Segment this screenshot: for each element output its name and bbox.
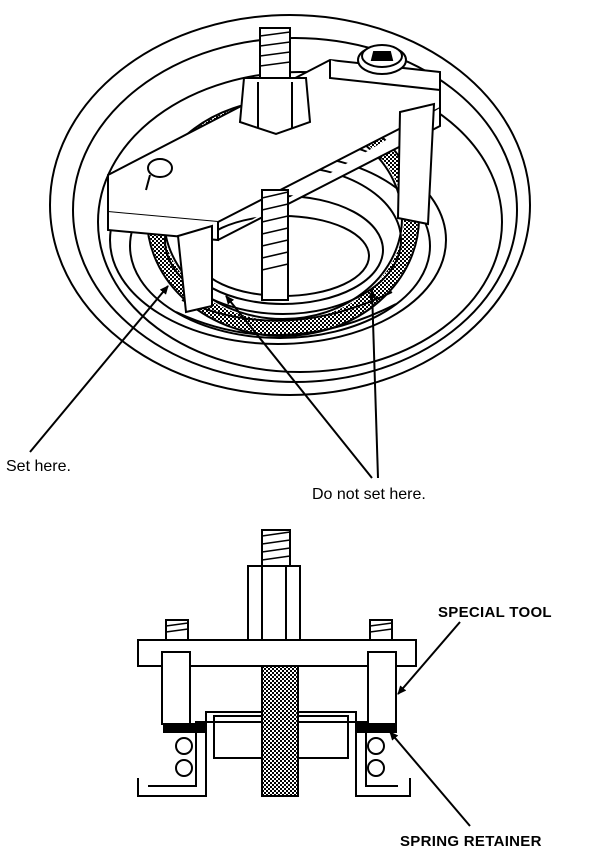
- spring-retainer-label: SPRING RETAINER: [400, 833, 542, 850]
- tool-pin: [145, 158, 173, 191]
- upper-leader-arrows: [29, 285, 379, 479]
- do-not-set-here-arrow-left: [225, 295, 373, 479]
- set-here-arrow: [29, 285, 169, 453]
- socket-head-bolt: [357, 44, 407, 75]
- special-tool-arrow: [397, 621, 461, 695]
- lower-spring-retainer: [163, 723, 397, 777]
- special-tool-legs: [176, 102, 436, 314]
- lower-leader-arrows: [389, 621, 471, 827]
- center-screw-and-nut: [238, 27, 312, 301]
- do-not-set-here-label: Do not set here.: [312, 486, 426, 503]
- spring-retainer-arrow: [389, 731, 471, 827]
- special-tool-label: SPECIAL TOOL: [438, 604, 552, 621]
- do-not-set-here-arrow-right: [368, 289, 379, 479]
- lower-special-tool-legs: [161, 651, 397, 725]
- set-here-label: Set here.: [6, 458, 71, 475]
- lower-section-view: [137, 529, 417, 797]
- upper-perspective-view: [49, 14, 531, 396]
